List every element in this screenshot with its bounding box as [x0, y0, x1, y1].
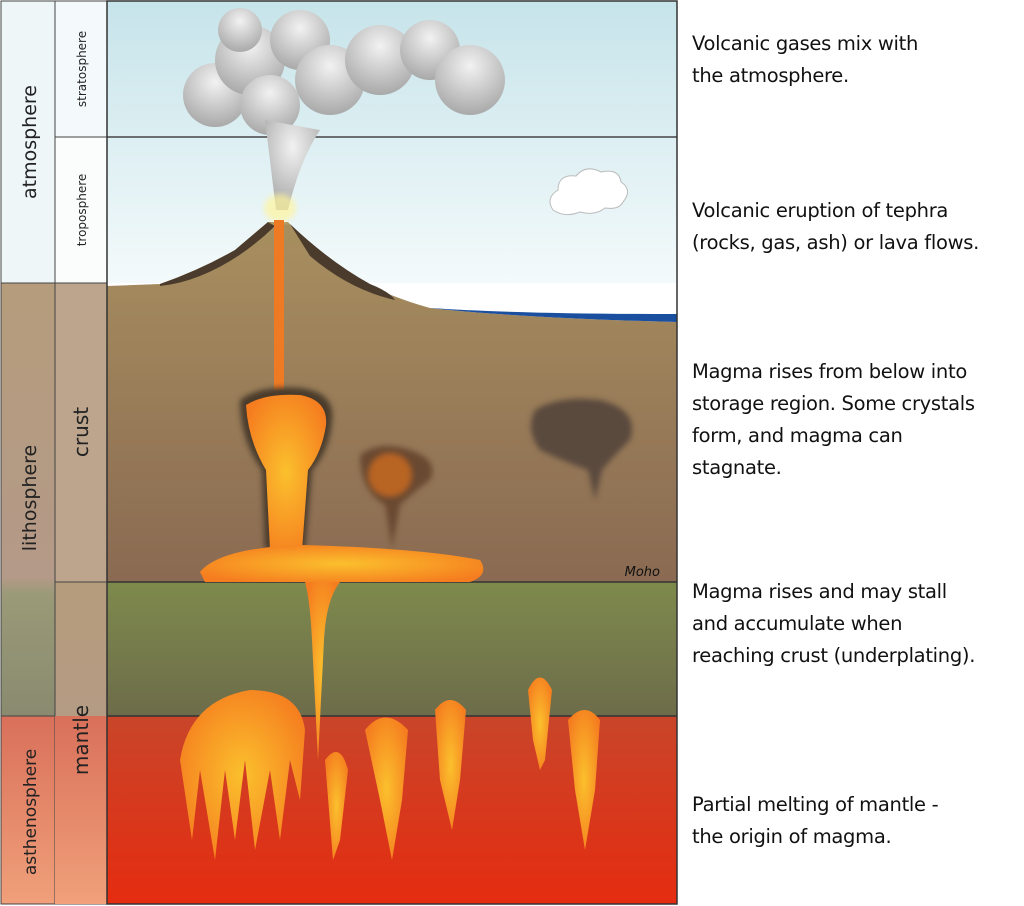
- stratosphere-label: stratosphere: [75, 31, 89, 107]
- diagram-frame: [106, 0, 678, 905]
- atmosphere-column: [0, 0, 56, 284]
- lithospheric-mantle-layer: [107, 582, 677, 716]
- crust-label: crust: [69, 407, 93, 457]
- lithosphere-label: lithosphere: [19, 445, 41, 551]
- caption-eruption: Volcanic eruption of tephra (rocks, gas,…: [692, 195, 1024, 259]
- mantle-label: mantle: [69, 705, 93, 775]
- caption-line: the origin of magma.: [692, 825, 892, 848]
- vent-glow: [264, 194, 296, 222]
- moho-label: Moho: [625, 565, 660, 580]
- caption-underplating: Magma rises and may stall and accumulate…: [692, 576, 1024, 672]
- caption-line: reaching crust (underplating).: [692, 644, 976, 667]
- stratosphere-column: [54, 0, 108, 138]
- asthenosphere-column: [0, 715, 56, 905]
- caption-line: Magma rises and may stall: [692, 580, 947, 603]
- caption-line: (rocks, gas, ash) or lava flows.: [692, 231, 979, 254]
- ocean: [430, 308, 677, 322]
- caption-line: Volcanic eruption of tephra: [692, 199, 949, 222]
- eruption-cloud: [183, 8, 505, 210]
- caption-line: Magma rises from below into: [692, 360, 967, 383]
- caption-gases: Volcanic gases mix with the atmosphere.: [692, 28, 1024, 92]
- caption-line: form, and magma can: [692, 424, 903, 447]
- caption-line: stagnate.: [692, 456, 782, 479]
- asthenosphere-label: asthenosphere: [21, 749, 41, 875]
- troposphere-column: [54, 136, 108, 284]
- caption-line: storage region. Some crystals: [692, 392, 975, 415]
- small-cloud: [549, 168, 628, 216]
- troposphere-label: troposphere: [75, 174, 89, 247]
- crust-column: [54, 282, 108, 583]
- atmosphere-label: atmosphere: [19, 85, 41, 199]
- volcano-rock: [160, 222, 395, 300]
- caption-storage: Magma rises from below into storage regi…: [692, 356, 1024, 484]
- caption-line: Partial melting of mantle -: [692, 793, 939, 816]
- magma-bodies: [180, 220, 632, 860]
- caption-line: and accumulate when: [692, 612, 903, 635]
- caption-line: Volcanic gases mix with: [692, 32, 919, 55]
- lithosphere-column: [0, 282, 56, 717]
- caption-line: the atmosphere.: [692, 64, 849, 87]
- caption-partial-melting: Partial melting of mantle - the origin o…: [692, 789, 1024, 853]
- crust-layer: [107, 222, 677, 582]
